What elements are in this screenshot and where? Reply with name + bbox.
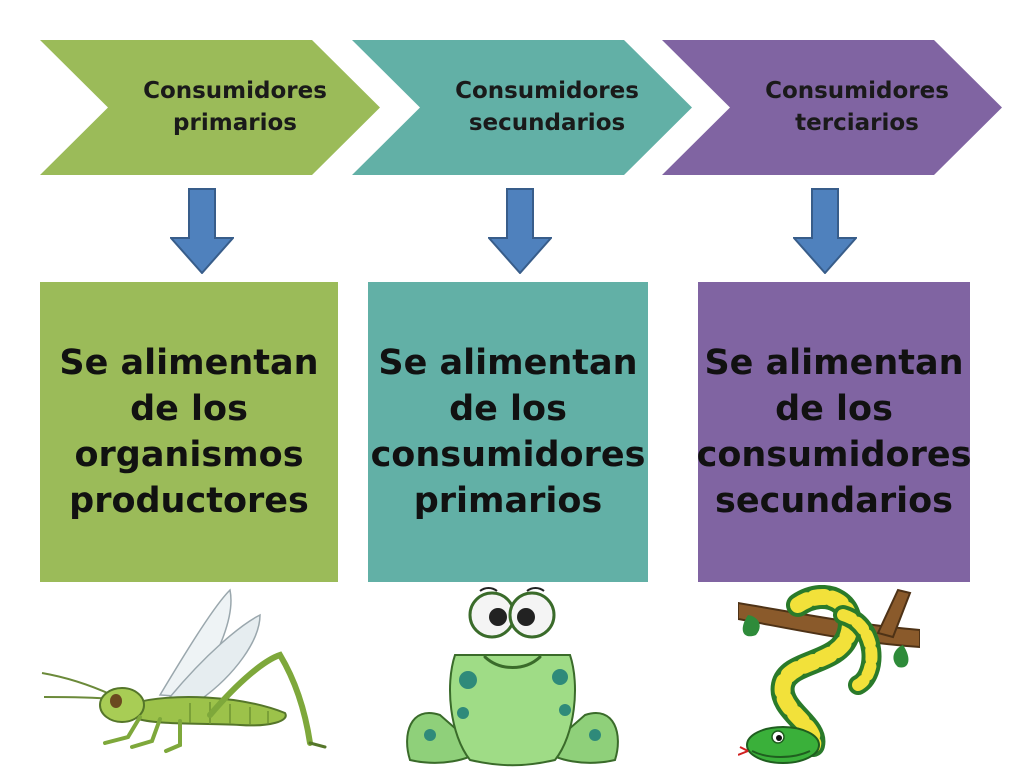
chevron-shape xyxy=(40,40,380,175)
chevron-label: Consumidores primarios xyxy=(143,78,327,136)
chevron-shape xyxy=(352,40,692,175)
down-arrow-icon xyxy=(170,188,234,274)
down-arrow-icon xyxy=(793,188,857,274)
description-text: Se alimentan de los consumidores secunda… xyxy=(696,342,972,522)
frog-icon xyxy=(406,587,619,767)
description-box-primarios: Se alimentan de los organismos productor… xyxy=(40,282,338,582)
chevron-shape xyxy=(662,40,1002,175)
description-text: Se alimentan de los consumidores primari… xyxy=(370,342,646,522)
chevron-consumidores-primarios: Consumidores primarios xyxy=(40,40,380,175)
chevron-label: Consumidores secundarios xyxy=(455,78,639,136)
snake-icon xyxy=(738,585,920,764)
chevron-consumidores-terciarios: Consumidores terciarios xyxy=(662,40,1002,175)
down-arrow-icon xyxy=(488,188,552,274)
description-text: Se alimentan de los organismos productor… xyxy=(59,342,319,522)
grasshopper-icon xyxy=(41,588,327,753)
description-box-secundarios: Se alimentan de los consumidores primari… xyxy=(368,282,648,582)
chevron-consumidores-secundarios: Consumidores secundarios xyxy=(352,40,692,175)
chevron-label: Consumidores terciarios xyxy=(765,78,949,136)
description-box-terciarios: Se alimentan de los consumidores secunda… xyxy=(696,282,972,582)
